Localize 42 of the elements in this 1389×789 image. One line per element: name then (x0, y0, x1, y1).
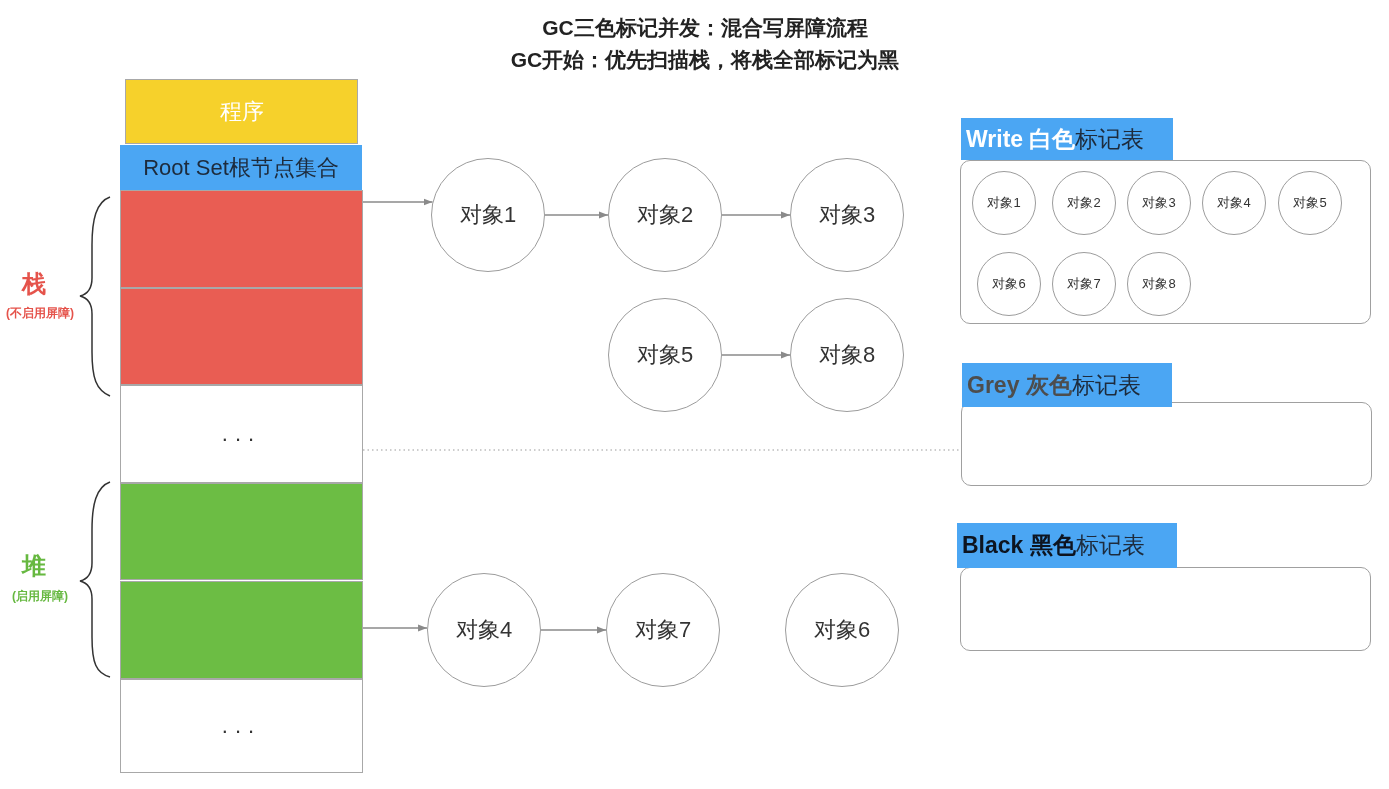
table-title: Black 黑色 (962, 531, 1076, 560)
arrow (721, 351, 791, 359)
memory-block: ... (120, 385, 363, 483)
program-block: 程序 (125, 79, 358, 144)
table-title: 标记表 (1075, 124, 1145, 154)
arrow (721, 211, 791, 219)
table-title: 标记表 (1071, 370, 1141, 400)
object-circle: 对象4 (427, 573, 541, 687)
memory-block (120, 483, 363, 580)
arrow (544, 211, 609, 219)
table-title: Grey 灰色 (967, 370, 1072, 400)
arrow (540, 626, 607, 634)
memory-block (120, 581, 363, 679)
section-note: (不启用屏障) (5, 306, 75, 321)
object-circle: 对象8 (790, 298, 904, 412)
object-circle: 对象2 (1052, 171, 1116, 235)
object-circle: 对象7 (1052, 252, 1116, 316)
table-title: Write 白色 (966, 124, 1076, 154)
subtitle: GC开始：优先扫描栈，将栈全部标记为黑 (510, 47, 900, 73)
root-set-bar: Root Set根节点集合 (120, 145, 362, 190)
object-circle: 对象4 (1202, 171, 1266, 235)
object-circle: 对象5 (608, 298, 722, 412)
object-circle: 对象3 (790, 158, 904, 272)
object-circle: 对象2 (608, 158, 722, 272)
object-circle: 对象1 (972, 171, 1036, 235)
object-circle: 对象3 (1127, 171, 1191, 235)
object-circle: 对象6 (977, 252, 1041, 316)
section-note: (启用屏障) (11, 589, 69, 604)
section-label: 堆 (20, 552, 47, 581)
arrow (362, 198, 434, 206)
object-circle: 对象8 (1127, 252, 1191, 316)
object-circle: 对象7 (606, 573, 720, 687)
memory-block (120, 288, 363, 385)
object-circle: 对象5 (1278, 171, 1342, 235)
diagram-title: GC三色标记并发：混合写屏障流程 (542, 15, 868, 41)
object-circle: 对象6 (785, 573, 899, 687)
section-label: 栈 (20, 270, 47, 299)
memory-block: ... (120, 679, 363, 773)
object-circle: 对象1 (431, 158, 545, 272)
table-title: 标记表 (1075, 531, 1145, 560)
arrow (362, 624, 428, 632)
memory-block (120, 190, 363, 288)
